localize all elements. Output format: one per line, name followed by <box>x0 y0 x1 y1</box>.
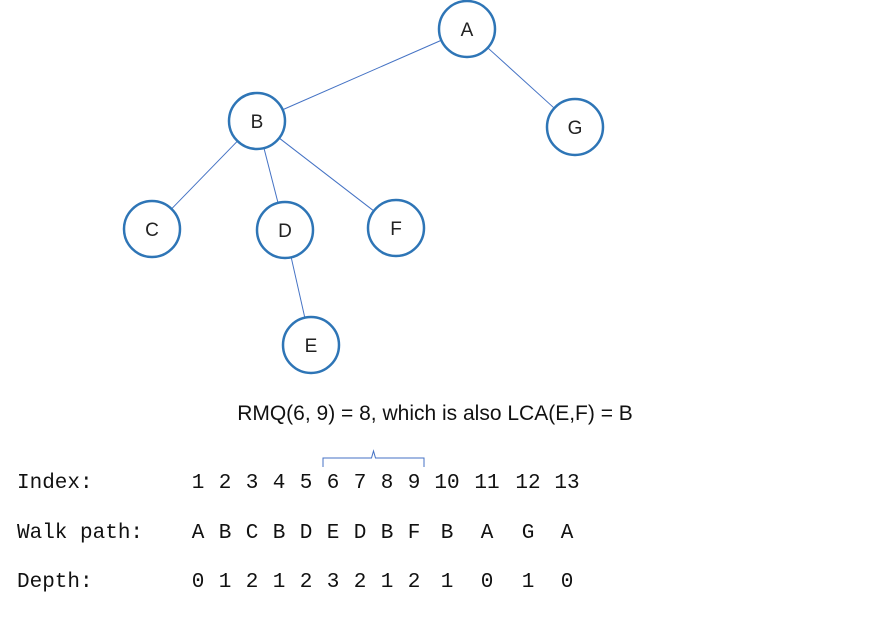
node-C: C <box>122 199 182 259</box>
node-label-A: A <box>461 20 474 41</box>
node-G: G <box>545 97 605 157</box>
walk-cell-13: A <box>560 522 574 545</box>
index-cell-12: 12 <box>515 472 541 495</box>
walk-cell-5: D <box>299 522 313 545</box>
node-label-F: F <box>390 219 402 240</box>
walk-cell-12: G <box>521 522 535 545</box>
node-A: A <box>437 0 497 59</box>
edge-A-G <box>487 47 555 109</box>
walk-cell-6: E <box>326 522 340 545</box>
walk-cell-10: B <box>440 522 454 545</box>
edge-B-C <box>171 140 238 210</box>
depth-cell-3: 2 <box>245 571 259 594</box>
index-cell-1: 1 <box>191 472 205 495</box>
node-D: D <box>255 200 315 260</box>
node-label-G: G <box>568 118 583 139</box>
walk-cell-1: A <box>191 522 205 545</box>
walk-cell-11: A <box>480 522 494 545</box>
edge-A-B <box>282 39 442 111</box>
node-circle-D <box>255 200 315 260</box>
edge-B-D <box>263 147 279 204</box>
node-E: E <box>281 315 341 375</box>
depth-cell-2: 1 <box>218 571 232 594</box>
depth-cell-1: 0 <box>191 571 205 594</box>
depth-cell-5: 2 <box>299 571 313 594</box>
range-bracket <box>322 449 425 467</box>
walk-cell-8: B <box>380 522 394 545</box>
depth-cell-7: 2 <box>353 571 367 594</box>
node-F: F <box>366 198 426 258</box>
index-cell-9: 9 <box>407 472 421 495</box>
depth-cell-4: 1 <box>272 571 286 594</box>
depth-row-label: Depth: <box>17 571 93 594</box>
rmq-caption: RMQ(6, 9) = 8, which is also LCA(E,F) = … <box>237 402 633 425</box>
walk-cell-7: D <box>353 522 367 545</box>
node-circle-B <box>227 91 287 151</box>
node-B: B <box>227 91 287 151</box>
depth-cell-11: 0 <box>480 571 494 594</box>
index-cell-10: 10 <box>434 472 460 495</box>
index-cell-6: 6 <box>326 472 340 495</box>
node-circle-F <box>366 198 426 258</box>
walk-cell-3: C <box>245 522 259 545</box>
index-row-label: Index: <box>17 472 93 495</box>
depth-cell-9: 2 <box>407 571 421 594</box>
node-label-D: D <box>278 221 292 242</box>
index-cell-8: 8 <box>380 472 394 495</box>
index-cell-7: 7 <box>353 472 367 495</box>
index-cell-5: 5 <box>299 472 313 495</box>
index-cell-2: 2 <box>218 472 232 495</box>
edge-B-F <box>278 137 375 212</box>
walk-path-row-label: Walk path: <box>17 522 144 545</box>
node-circle-A <box>437 0 497 59</box>
index-cell-13: 13 <box>554 472 580 495</box>
index-cell-11: 11 <box>474 472 500 495</box>
node-label-E: E <box>305 336 318 357</box>
walk-cell-9: F <box>407 522 421 545</box>
depth-cell-6: 3 <box>326 571 340 594</box>
index-cell-4: 4 <box>272 472 286 495</box>
depth-cell-10: 1 <box>440 571 454 594</box>
walk-cell-4: B <box>272 522 286 545</box>
node-label-C: C <box>145 220 159 241</box>
walk-cell-2: B <box>218 522 232 545</box>
node-circle-G <box>545 97 605 157</box>
depth-cell-12: 1 <box>521 571 535 594</box>
edge-D-E <box>290 257 306 318</box>
index-cell-3: 3 <box>245 472 259 495</box>
node-circle-C <box>122 199 182 259</box>
node-circle-E <box>281 315 341 375</box>
node-label-B: B <box>251 112 264 133</box>
depth-cell-8: 1 <box>380 571 394 594</box>
depth-cell-13: 0 <box>560 571 574 594</box>
